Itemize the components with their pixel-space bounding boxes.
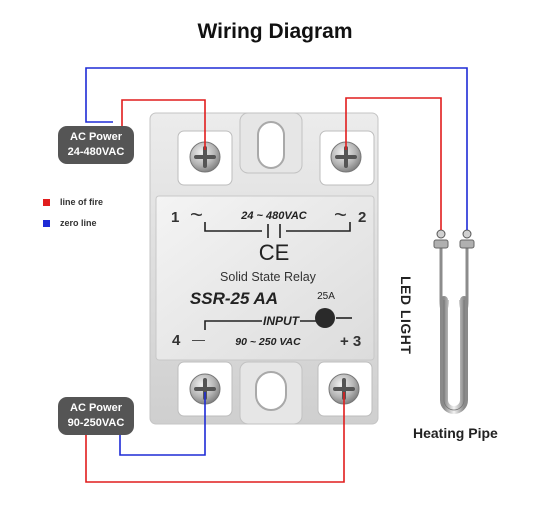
terminal-1-label: 1 bbox=[171, 209, 179, 226]
terminal-1-tilde: ~ bbox=[190, 202, 203, 227]
input-label: INPUT bbox=[263, 314, 301, 328]
wire-input-zero-line bbox=[119, 392, 206, 456]
ac-power-load-box: AC Power 24-480VAC bbox=[58, 126, 134, 164]
legend-swatch-fire bbox=[43, 198, 50, 206]
ce-mark: CE bbox=[259, 240, 290, 265]
led-indicator bbox=[315, 308, 335, 328]
led-light-label: LED LIGHT bbox=[398, 276, 414, 355]
ac-power-input-line2: 90-250VAC bbox=[67, 417, 125, 429]
output-voltage-label: 24 ~ 480VAC bbox=[240, 210, 308, 222]
wire-load-zero-line bbox=[85, 67, 468, 230]
input-voltage-label: 90 ~ 250 VAC bbox=[235, 336, 301, 348]
heating-pipe-label: Heating Pipe bbox=[413, 425, 498, 441]
diagram-title: Wiring Diagram bbox=[197, 20, 353, 43]
relay-model: SSR-25 AA bbox=[190, 289, 278, 308]
terminal-4-sign: — bbox=[192, 332, 205, 347]
relay-name: Solid State Relay bbox=[220, 270, 317, 284]
terminal-2-tilde: ~ bbox=[334, 202, 347, 227]
legend-swatch-zero bbox=[43, 219, 50, 227]
led-light-label-wrap: LED LIGHT bbox=[395, 276, 415, 366]
legend-item-zero: zero line bbox=[43, 218, 97, 228]
screw-top-right bbox=[330, 141, 362, 173]
input-bracket-line bbox=[204, 320, 318, 330]
wire-input-fire-line bbox=[85, 392, 345, 483]
relay-current: 25A bbox=[317, 291, 335, 302]
legend-label-fire: line of fire bbox=[60, 197, 104, 207]
ac-power-input-box: AC Power 90-250VAC bbox=[58, 397, 134, 435]
ac-power-input-line1: AC Power bbox=[70, 402, 122, 414]
bottom-mount-slot bbox=[255, 371, 287, 411]
output-contact-symbol bbox=[267, 224, 281, 238]
ac-power-load-line1: AC Power bbox=[70, 131, 122, 143]
legend-item-fire: line of fire bbox=[43, 197, 103, 207]
terminal-3-label: + 3 bbox=[340, 333, 361, 350]
heating-pipe bbox=[433, 229, 475, 414]
output-bracket-line bbox=[204, 222, 351, 232]
terminal-2-label: 2 bbox=[358, 209, 366, 226]
screw-bottom-right bbox=[328, 373, 360, 405]
legend-label-zero: zero line bbox=[60, 218, 97, 228]
wire-load-fire-right bbox=[345, 97, 442, 230]
terminal-4-label: 4 bbox=[172, 332, 181, 349]
top-mount-slot bbox=[257, 121, 285, 169]
ac-power-load-line2: 24-480VAC bbox=[67, 146, 125, 158]
